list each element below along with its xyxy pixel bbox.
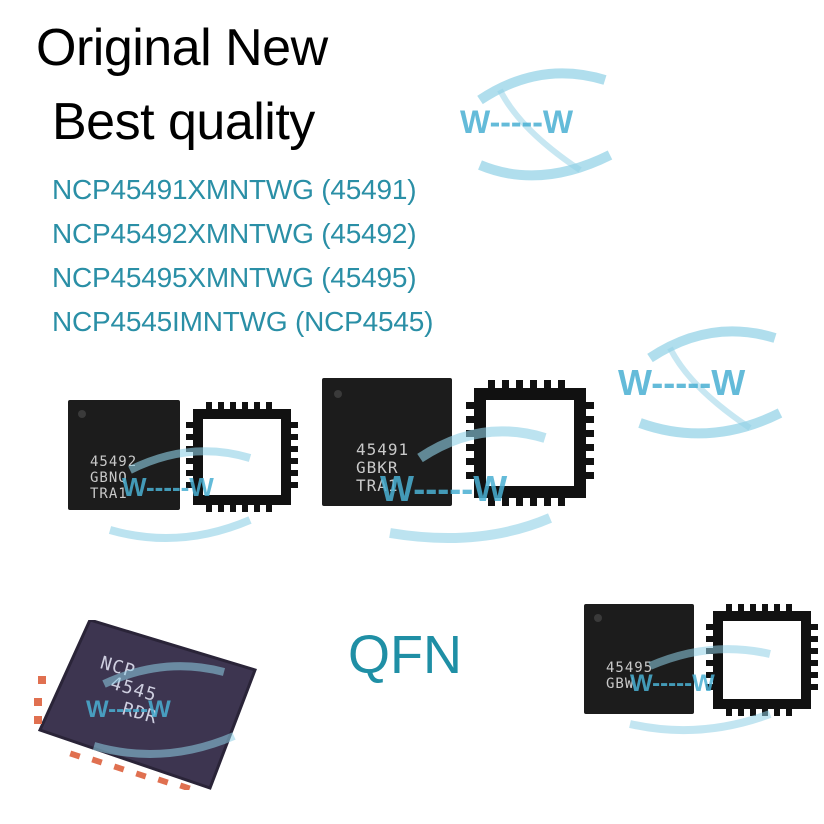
watermark-text: W-----W	[630, 670, 715, 697]
model-item: NCP45495XMNTWG (45495)	[52, 262, 417, 293]
pin1-marker	[334, 390, 342, 398]
watermark-logo: W-----W	[84, 656, 244, 766]
watermark-logo: W-----W	[620, 640, 790, 740]
qfn-pad-view	[186, 402, 298, 512]
chip-marking-line1: 45491	[356, 440, 410, 459]
watermark-swoosh-icon	[629, 645, 772, 735]
headline-best-quality: Best quality	[52, 93, 315, 151]
watermark-text: W-----W	[86, 696, 171, 723]
chip-marking-line2: GBW	[606, 676, 635, 692]
model-item: NCP45491XMNTWG (45491)	[52, 174, 417, 205]
chip-45491: 45491 GBKR TRA1	[322, 378, 452, 506]
headline-original-new: Original New	[36, 19, 328, 77]
watermark-text: W-----W	[460, 104, 574, 140]
model-item: NCP45492XMNTWG (45492)	[52, 218, 417, 249]
chip-marking-line3: TRA1	[356, 476, 399, 495]
qfn-pad-view	[466, 380, 594, 506]
watermark-swoosh-icon	[108, 447, 252, 542]
package-label: QFN	[348, 625, 462, 685]
pin1-marker	[78, 410, 86, 418]
model-item: NCP4545IMNTWG (NCP4545)	[52, 306, 434, 337]
chip-marking-line2: GBKR	[356, 458, 399, 477]
watermark-text: W-----W	[122, 472, 214, 502]
watermark-logo: W-----W	[610, 318, 810, 448]
chip-marking-line3: TRA1	[90, 486, 128, 502]
watermark-swoosh-icon	[477, 68, 613, 181]
chip-marking-line2: GBNQ	[90, 470, 128, 486]
chip-marking-line1: 45492	[90, 454, 138, 470]
watermark-swoosh-icon	[638, 326, 783, 439]
watermark-logo: W-----W	[100, 440, 270, 550]
watermark-logo: W-----W	[440, 60, 640, 190]
watermark-swoosh-icon	[389, 426, 552, 543]
pin1-marker	[594, 614, 602, 622]
watermark-text: W-----W	[380, 468, 508, 509]
watermark-text: W-----W	[618, 362, 746, 403]
watermark-logo: W-----W	[380, 418, 580, 548]
chip-marking-line1: 45495	[606, 660, 654, 676]
watermark-swoosh-icon	[92, 662, 236, 758]
